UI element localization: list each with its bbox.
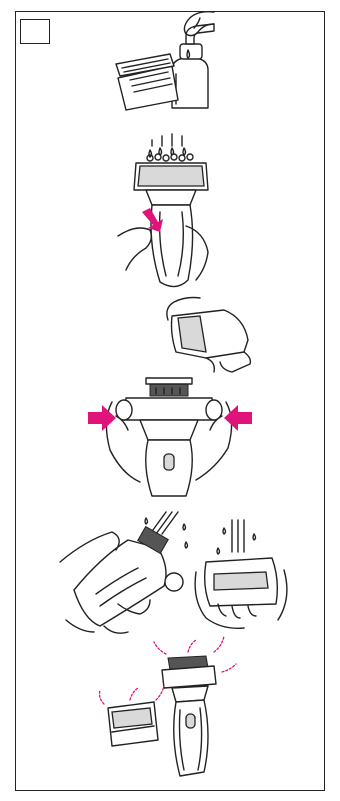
wash-parts-under-water-icon (60, 512, 287, 633)
rinse-shaver-head-icon (118, 134, 208, 287)
remove-blade-frame-icon (88, 298, 252, 497)
cleanser-bottle-and-head-icon (116, 12, 214, 110)
dry-shaver-parts-icon (100, 636, 237, 776)
